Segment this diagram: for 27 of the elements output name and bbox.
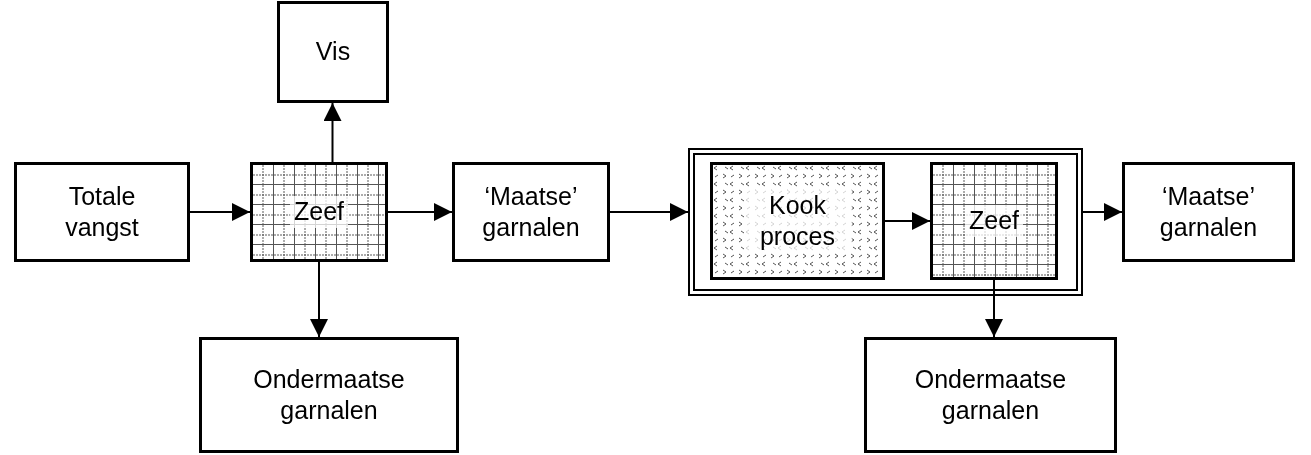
arrow — [387, 203, 453, 221]
arrow — [310, 261, 328, 338]
node-label: Ondermaatse garnalen — [913, 363, 1068, 426]
node-label: Zeef — [290, 196, 348, 228]
arrow — [609, 203, 689, 221]
arrow — [1082, 203, 1123, 221]
node-label: Ondermaatse garnalen — [252, 363, 406, 426]
process-box — [864, 337, 1117, 453]
process-box — [452, 162, 610, 262]
process-box — [277, 1, 389, 103]
process-box — [14, 162, 190, 262]
process-box — [199, 337, 459, 453]
arrow — [323, 102, 342, 163]
node-label: ‘Maatse’ garnalen — [1158, 180, 1259, 243]
node-label: Zeef — [965, 205, 1023, 237]
arrow — [884, 212, 931, 230]
sieve-box — [250, 162, 388, 262]
arrow — [985, 279, 1003, 338]
cooking-process-box — [710, 162, 885, 280]
sieve-box — [930, 162, 1058, 280]
group-box — [688, 148, 1083, 296]
process-box — [1122, 162, 1295, 262]
node-label: Kook proces — [743, 189, 852, 253]
node-label: ‘Maatse’ garnalen — [481, 180, 581, 243]
arrow — [189, 203, 251, 221]
node-label: Vis — [314, 36, 352, 68]
node-label: Totale vangst — [64, 180, 140, 243]
